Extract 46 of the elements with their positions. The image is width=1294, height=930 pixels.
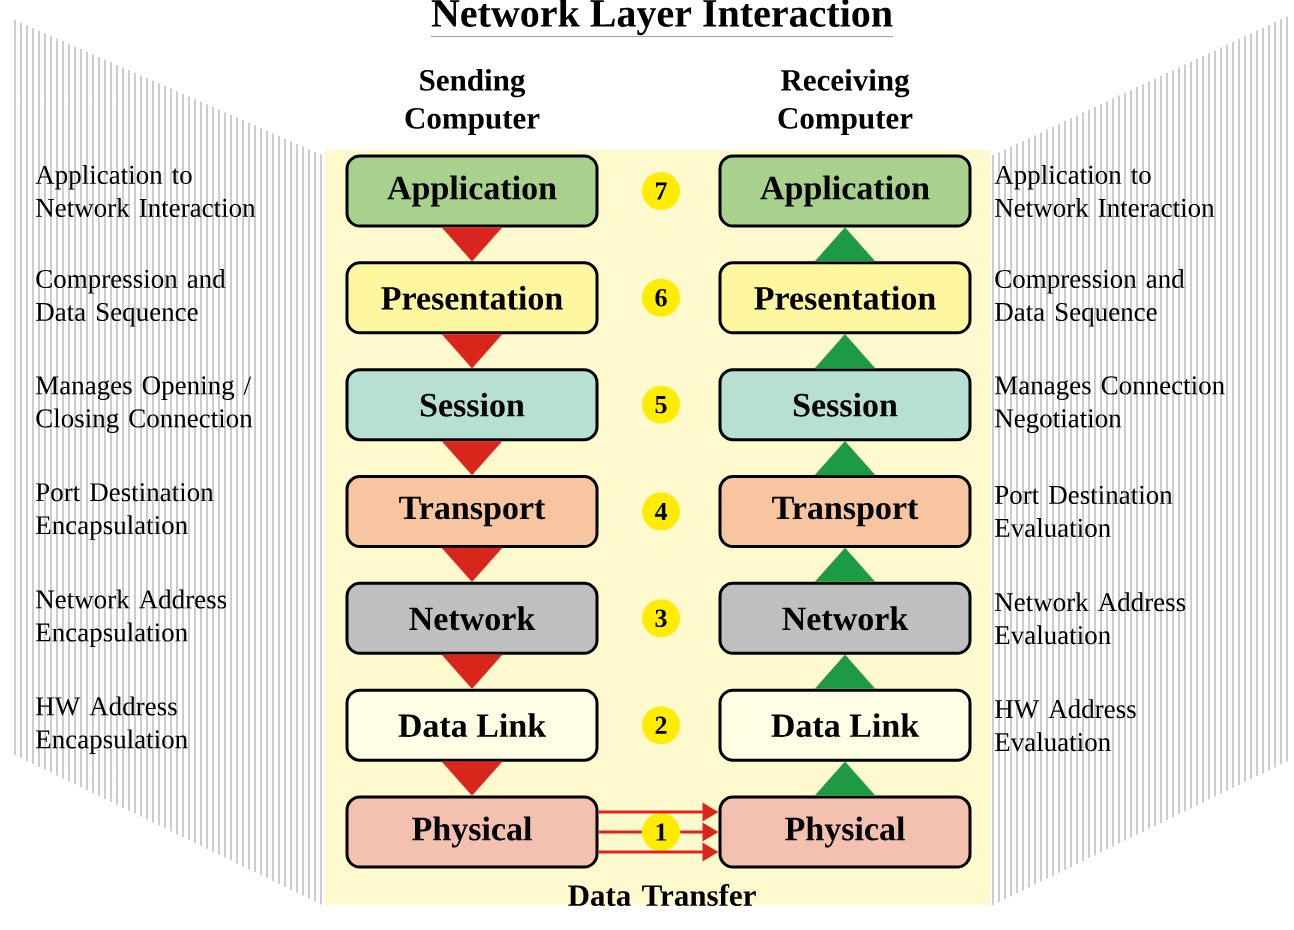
layer-box: Transport xyxy=(718,475,972,548)
arrowhead xyxy=(814,761,876,796)
layer-description: Manages Connection Negotiation xyxy=(995,376,1225,434)
arrowhead xyxy=(441,227,503,262)
layer-description: Network Address Encapsulation xyxy=(36,589,227,648)
layer-box: Network xyxy=(345,581,599,655)
layer-description: Manages Opening / Closing Connection xyxy=(36,376,253,434)
number-badge: 3 xyxy=(642,599,680,638)
arrowhead xyxy=(441,441,503,476)
number-badge: 5 xyxy=(642,385,680,424)
arrowhead xyxy=(814,334,876,369)
layer-box: Physical xyxy=(718,795,972,869)
arrowhead xyxy=(814,227,876,262)
number-badge: 2 xyxy=(642,706,680,745)
layer-box: Application xyxy=(718,154,972,228)
number-badge: 6 xyxy=(642,278,680,317)
arrowhead xyxy=(814,441,876,476)
layer-description: Port Destination Evaluation xyxy=(995,485,1173,538)
arrowhead xyxy=(814,654,876,689)
layer-box: Session xyxy=(345,368,599,442)
arrowhead xyxy=(441,334,503,369)
layer-description: Port Destination Encapsulation xyxy=(36,483,214,540)
number-badge: 1 xyxy=(642,813,680,851)
layer-box: Session xyxy=(718,368,972,442)
layer-box: Presentation xyxy=(718,261,972,335)
arrowhead xyxy=(814,547,876,582)
layer-description: Network Address Evaluation xyxy=(995,592,1186,645)
number-badge: 7 xyxy=(642,172,680,210)
arrowhead xyxy=(441,547,503,582)
layer-box: Presentation xyxy=(345,261,599,335)
arrowhead xyxy=(441,654,503,689)
layer-box: Physical xyxy=(345,795,599,869)
layer-description: Compression and Data Sequence xyxy=(995,269,1185,327)
layer-box: Network xyxy=(718,581,972,655)
layer-description: HW Address Encapsulation xyxy=(36,696,188,754)
layer-description: HW Address Evaluation xyxy=(995,699,1136,752)
layer-box: Application xyxy=(345,154,599,228)
layer-box: Transport xyxy=(345,475,599,548)
edge-caption: Data Transfer xyxy=(568,883,756,907)
arrowhead xyxy=(441,761,503,796)
layer-box: Data Link xyxy=(345,688,599,762)
layer-description: Application to Network Interaction xyxy=(994,165,1215,217)
layer-description: Application to Network Interaction xyxy=(35,165,256,217)
layer-description: Compression and Data Sequence xyxy=(36,269,226,327)
layer-box: Data Link xyxy=(718,688,972,762)
number-badge: 4 xyxy=(642,492,680,531)
